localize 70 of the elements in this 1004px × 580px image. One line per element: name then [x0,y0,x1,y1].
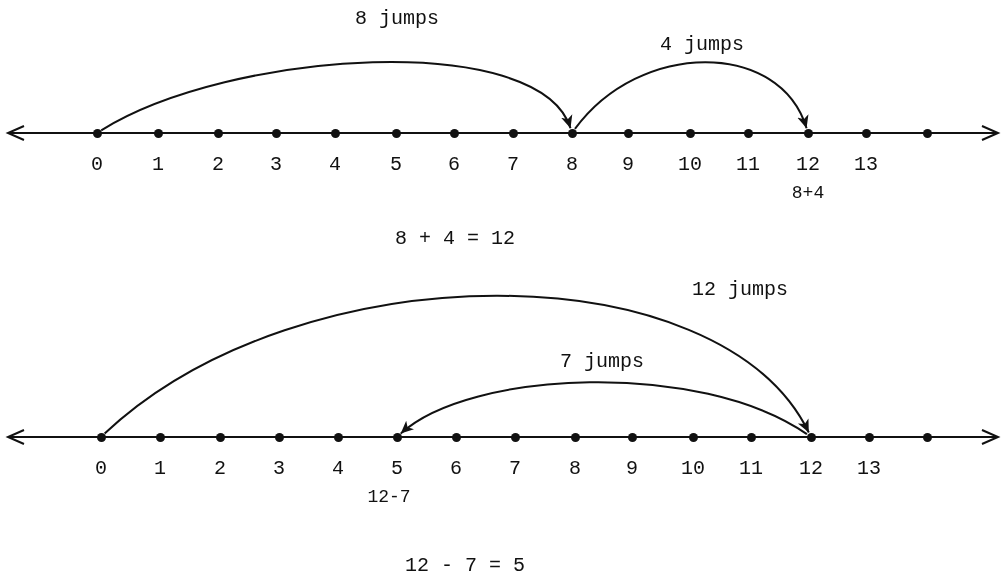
tick-label: 10 [681,458,705,480]
point-dot [274,432,284,442]
point-dot [510,432,520,442]
tick-label: 1 [154,458,166,480]
tick-label: 9 [626,458,638,480]
jump-arrow [573,61,808,130]
jump-arrow [399,381,808,436]
point-dot [508,128,518,138]
point-dot [330,128,340,138]
point-dot [96,432,106,442]
point-dot [688,432,698,442]
edge-label: 4 jumps [660,34,744,56]
point-dot [685,128,695,138]
tick-label: 8 [566,154,578,176]
tick-label: 12 [799,458,823,480]
edge-label: 7 jumps [560,351,644,373]
point-dot [803,128,813,138]
point-dot [451,432,461,442]
equation-text: 8 + 4 = 12 [395,228,515,250]
tick-label: 10 [678,154,702,176]
tick-label: 0 [95,458,107,480]
point-dot [92,128,102,138]
tick-label: 7 [509,458,521,480]
point-dot [570,432,580,442]
point-dot [392,432,402,442]
tick-label: 5 [390,154,402,176]
tick-label: 0 [91,154,103,176]
point-dot [333,432,343,442]
equation-text: 12 - 7 = 5 [405,555,525,577]
tick-label: 9 [622,154,634,176]
tick-label: 13 [857,458,881,480]
tick-label: 11 [739,458,763,480]
tick-label: 4 [332,458,344,480]
tick-label: 2 [212,154,224,176]
point-dot [861,128,871,138]
jump-arrow [103,294,810,435]
point-dot [864,432,874,442]
point-dot [567,128,577,138]
point-dot [271,128,281,138]
point-dot [922,432,932,442]
jump-arrow [100,61,572,132]
tick-label: 5 [391,458,403,480]
point-dot [806,432,816,442]
tick-label: 13 [854,154,878,176]
point-dot [213,128,223,138]
expression-label: 8+4 [791,184,825,204]
expression-label: 12-7 [367,488,411,508]
point-dot [623,128,633,138]
point-dot [746,432,756,442]
tick-label: 6 [450,458,462,480]
tick-label: 4 [329,154,341,176]
tick-label: 3 [270,154,282,176]
edge-label: 8 jumps [355,8,439,30]
tick-label: 2 [214,458,226,480]
point-dot [922,128,932,138]
point-dot [743,128,753,138]
tick-label: 3 [273,458,285,480]
point-dot [153,128,163,138]
tick-label: 7 [507,154,519,176]
point-dot [391,128,401,138]
tick-label: 12 [796,154,820,176]
tick-label: 1 [152,154,164,176]
tick-label: 8 [569,458,581,480]
point-dot [215,432,225,442]
point-dot [449,128,459,138]
tick-label: 11 [736,154,760,176]
edge-label: 12 jumps [692,279,788,301]
tick-label: 6 [448,154,460,176]
point-dot [155,432,165,442]
point-dot [627,432,637,442]
